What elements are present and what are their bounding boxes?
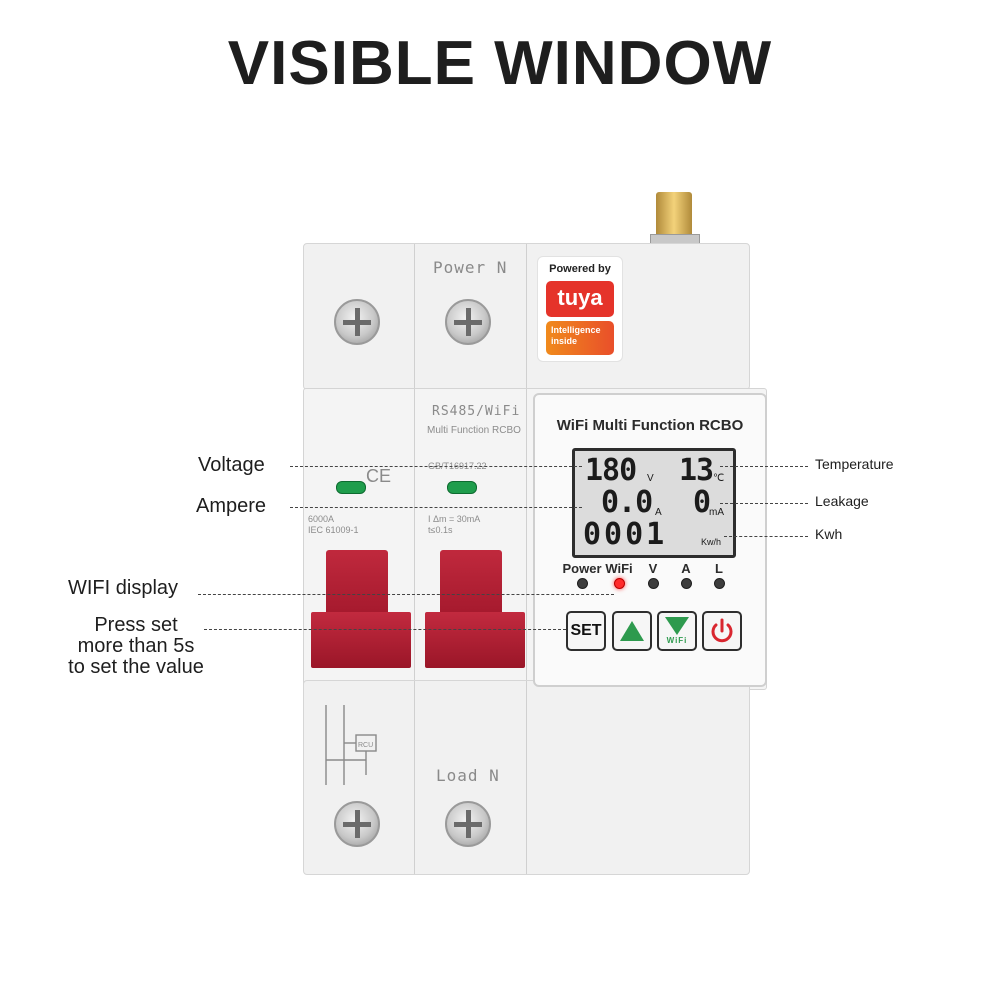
callout-voltage-line	[290, 466, 582, 467]
lcd-current-unit: A	[655, 507, 662, 518]
callout-leakage: Leakage	[815, 493, 869, 509]
callout-temperature: Temperature	[815, 456, 894, 472]
rcu-label: RCU	[358, 742, 373, 749]
panel-title: WiFi Multi Function RCBO	[556, 417, 744, 434]
indicator-l-label: L	[715, 561, 723, 576]
callout-press-set-line	[204, 629, 566, 630]
power-led	[577, 578, 588, 589]
terminal-screw-bottom-right	[445, 801, 491, 847]
page-title: VISIBLE WINDOW	[227, 29, 773, 98]
module-label-rs485: RS485/WiFi	[432, 404, 521, 419]
callout-voltage: Voltage	[198, 454, 265, 476]
breaker-handle-left-cap[interactable]	[311, 612, 411, 668]
spec-right: I Δm = 30mA t≤0.1s	[428, 514, 480, 536]
lcd-voltage-unit: V	[647, 473, 654, 484]
device-bottom-section	[303, 680, 750, 875]
spec-right-line-2: t≤0.1s	[428, 525, 453, 535]
power-n-label: Power N	[433, 258, 508, 277]
tuya-badge: Powered by tuya Intelligence inside	[537, 256, 623, 362]
callout-kwh: Kwh	[815, 526, 843, 542]
status-window-left	[336, 481, 366, 494]
callout-press-set-line-2: more than 5s	[77, 635, 195, 657]
down-arrow-icon	[665, 617, 689, 635]
down-wifi-button[interactable]: WiFi	[657, 611, 697, 651]
ce-mark: CE	[366, 466, 392, 486]
lcd-energy: 0001	[583, 517, 668, 552]
indicator-wifi-label: WiFi	[605, 561, 633, 576]
status-window-right	[447, 481, 477, 494]
wifi-led	[614, 578, 625, 589]
spec-right-line-1: I Δm = 30mA	[428, 514, 481, 524]
lcd-display: 180 V 13 ℃ 0.0 A 0 mA 0001 Kw/h	[572, 448, 736, 558]
callout-temperature-line	[720, 466, 808, 467]
spec-left: 6000A IEC 61009-1	[308, 514, 359, 536]
power-button[interactable]	[702, 611, 742, 651]
callout-leakage-line	[720, 503, 808, 504]
intelligence-inside: Intelligence inside	[546, 321, 614, 355]
load-n-label: Load N	[436, 766, 500, 785]
antenna-connector	[656, 192, 692, 242]
lcd-voltage: 180	[585, 453, 637, 488]
voltage-led	[648, 578, 659, 589]
callout-kwh-line	[724, 536, 808, 537]
inside-text: inside	[551, 336, 578, 346]
spec-left-line-1: 6000A	[308, 514, 335, 524]
lcd-energy-unit: Kw/h	[701, 537, 722, 547]
callout-press-set: Press set more than 5s to set the value	[44, 615, 228, 678]
power-icon	[711, 618, 733, 643]
set-button[interactable]: SET	[566, 611, 606, 651]
up-button[interactable]	[612, 611, 652, 651]
intelligence-text: Intelligence	[551, 325, 601, 335]
wiring-diagram: RCU	[325, 705, 377, 785]
wifi-button-label: WiFi	[666, 636, 688, 645]
module-label-multifunction: Multi Function RCBO	[427, 425, 521, 436]
terminal-screw-top-right	[445, 299, 491, 345]
lcd-leakage-unit: mA	[709, 507, 724, 518]
lcd-leakage: 0	[693, 485, 712, 520]
lcd-current: 0.0	[601, 485, 653, 520]
breaker-handle-right-cap[interactable]	[425, 612, 525, 668]
terminal-screw-top-left	[334, 299, 380, 345]
callout-ampere-line	[290, 507, 582, 508]
breaker-handle-right[interactable]	[440, 550, 502, 620]
leakage-led	[714, 578, 725, 589]
breaker-handle-left[interactable]	[326, 550, 388, 620]
callout-wifi-display: WIFI display	[68, 577, 179, 599]
indicator-a-label: A	[681, 561, 691, 576]
lcd-temperature-unit: ℃	[713, 473, 725, 484]
tuya-logo: tuya	[546, 281, 614, 317]
callout-ampere: Ampere	[196, 495, 267, 517]
indicator-v-label: V	[648, 561, 658, 576]
callout-press-set-line-1: Press set	[94, 614, 178, 636]
callout-press-set-line-3: to set the value	[68, 656, 204, 678]
callout-wifi-line	[198, 594, 614, 595]
terminal-screw-bottom-left	[334, 801, 380, 847]
up-arrow-icon	[620, 621, 644, 641]
indicator-power-label: Power	[562, 561, 602, 576]
spec-left-line-2: IEC 61009-1	[308, 525, 359, 535]
powered-by-text: Powered by	[549, 263, 611, 275]
lcd-temperature: 13	[679, 453, 714, 488]
ampere-led	[681, 578, 692, 589]
